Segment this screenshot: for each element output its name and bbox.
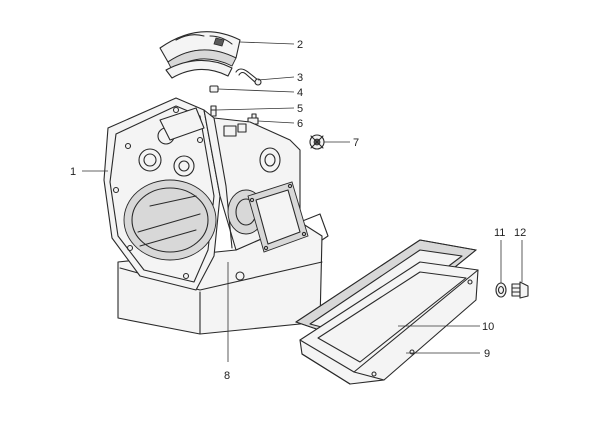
callout-4: 4 [297, 87, 303, 99]
callout-7: 7 [353, 137, 359, 149]
part-bolt-washer[interactable] [309, 134, 325, 150]
callout-labels: 1 2 3 4 5 6 7 8 9 10 11 12 [70, 39, 526, 382]
part-oil-pan[interactable] [299, 261, 479, 385]
callout-12: 12 [514, 227, 526, 239]
part-plug[interactable] [209, 85, 219, 93]
part-oil-tube[interactable] [235, 68, 262, 86]
callout-2: 2 [297, 39, 303, 51]
part-drain-plug[interactable] [511, 281, 529, 299]
callout-1: 1 [70, 166, 76, 178]
callout-9: 9 [484, 348, 490, 360]
callout-8: 8 [224, 370, 230, 382]
callout-11: 11 [494, 227, 505, 239]
part-stud[interactable] [210, 105, 217, 117]
part-bearing-shells[interactable] [159, 31, 241, 79]
part-sealing-ring[interactable] [495, 282, 507, 298]
callout-6: 6 [297, 118, 303, 130]
callout-10: 10 [482, 321, 494, 333]
leader-lines [82, 41, 523, 362]
callout-5: 5 [297, 103, 303, 115]
part-side-gasket[interactable] [247, 181, 309, 253]
callout-3: 3 [297, 72, 303, 84]
part-crankcase[interactable] [103, 97, 329, 335]
